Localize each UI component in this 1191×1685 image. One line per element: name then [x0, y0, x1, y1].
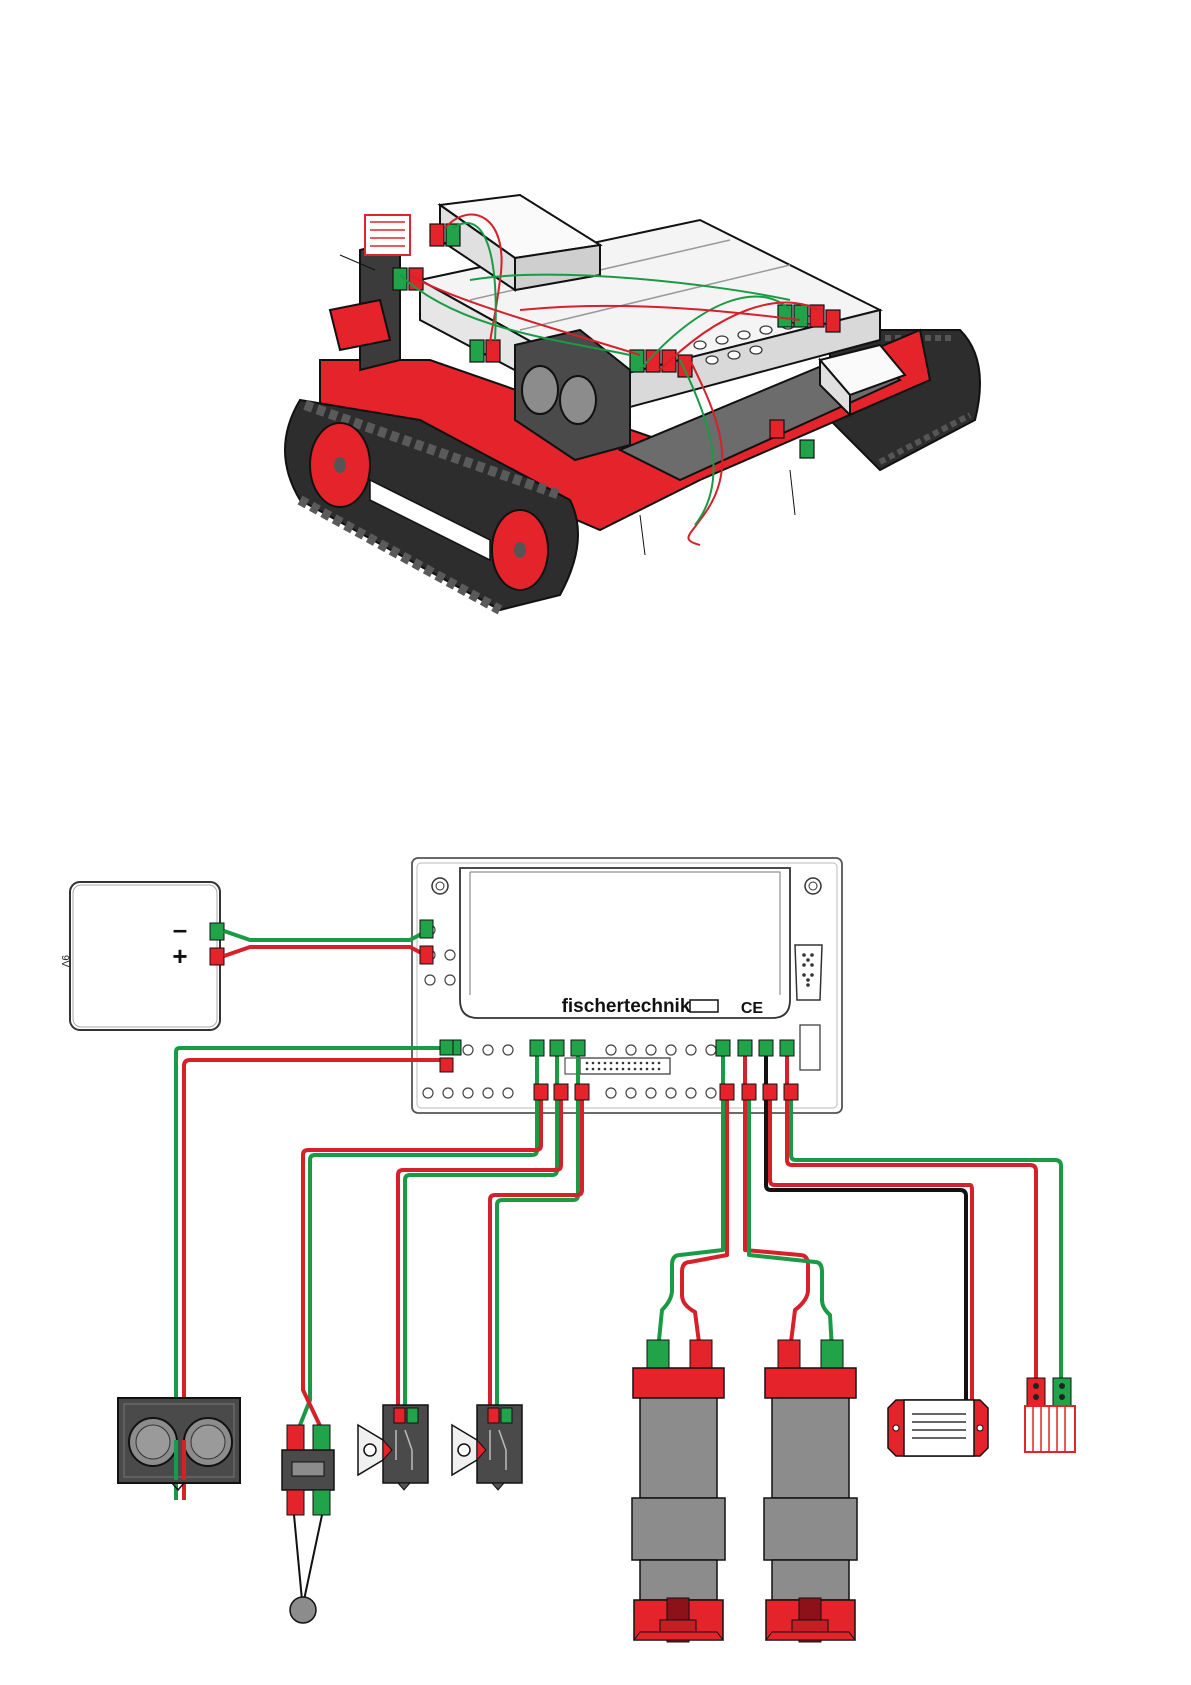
ext-connector	[800, 1025, 820, 1070]
motor-1	[632, 1340, 725, 1642]
ultrasonic-sensor	[118, 1398, 240, 1490]
track-sensor	[282, 1425, 334, 1623]
light-sensor	[1025, 1378, 1075, 1452]
controller-board: fischertechnik CE	[412, 858, 842, 1113]
battery-side-label: 9V	[59, 955, 70, 968]
battery-plus-sign: +	[172, 941, 187, 971]
battery-plug-red	[210, 948, 224, 965]
light-sensor-3d	[365, 215, 410, 255]
battery-plug-green	[210, 923, 224, 940]
push-button-1	[358, 1405, 428, 1490]
buzzer	[888, 1400, 988, 1456]
ribbon-header	[580, 1058, 670, 1074]
motor-2	[764, 1340, 857, 1642]
db9-port	[795, 945, 822, 1000]
controller-brand: fischertechnik	[562, 996, 691, 1017]
robot-illustration	[285, 195, 980, 610]
brand-logo	[690, 1000, 718, 1012]
battery-minus-sign: –	[173, 914, 187, 944]
ce-mark: CE	[741, 1000, 764, 1017]
push-button-2	[452, 1405, 522, 1490]
battery-box: 9V – +	[59, 882, 224, 1030]
